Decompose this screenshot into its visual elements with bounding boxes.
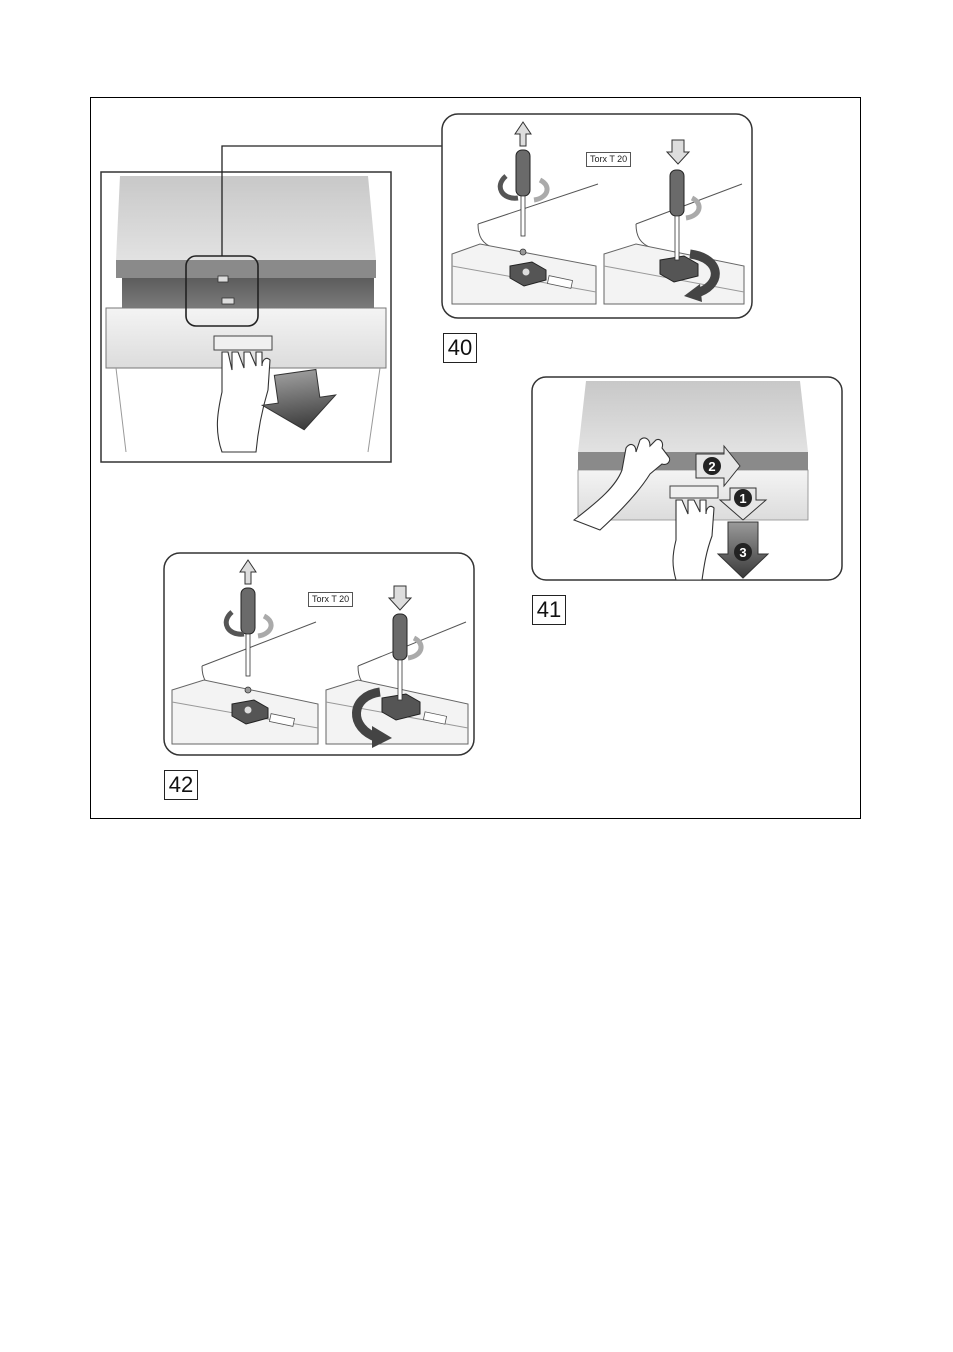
step-3-label: 3	[739, 545, 746, 560]
fig41-panel: 2 1 3	[532, 377, 842, 580]
tool-label-fig40: Torx T 20	[586, 152, 631, 167]
fig42-panel	[164, 553, 474, 755]
figure-label-41: 41	[532, 595, 566, 625]
fig40-panel	[442, 114, 752, 318]
overview-panel	[101, 146, 442, 462]
step-2-label: 2	[708, 459, 715, 474]
figure-label-42: 42	[164, 770, 198, 800]
tool-label-fig42: Torx T 20	[308, 592, 353, 607]
step-1-label: 1	[739, 491, 746, 506]
figure-label-40: 40	[443, 333, 477, 363]
